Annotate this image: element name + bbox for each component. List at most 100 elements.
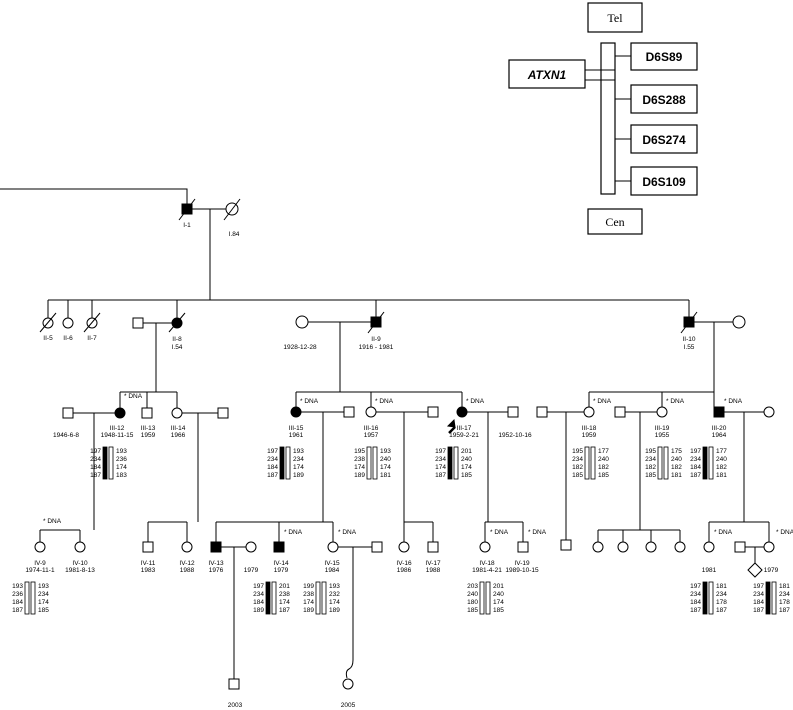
female (617, 541, 629, 553)
allele-value: 234 (690, 456, 701, 463)
id-label: 1959-2-21 (449, 432, 479, 439)
female (365, 406, 377, 418)
haplotype-bar (108, 446, 114, 480)
haplotype-bar (485, 581, 491, 615)
dna-mark: * DNA (300, 398, 319, 405)
female (583, 406, 595, 418)
allele-value: 189 (354, 472, 365, 479)
dna-mark: * DNA (375, 398, 394, 405)
id-label: 1916 - 1981 (359, 344, 394, 351)
female (245, 541, 257, 553)
haplotype-bar (271, 581, 277, 615)
marker-box (630, 124, 698, 154)
allele-value: 181 (716, 583, 727, 590)
id-label: III-17 (457, 425, 472, 432)
id-label: 1986 (397, 567, 412, 574)
allele-value: 184 (267, 464, 278, 471)
allele-value: 185 (461, 472, 472, 479)
female (763, 406, 775, 418)
dna-mark: * DNA (776, 529, 793, 536)
allele-value: 178 (779, 599, 790, 606)
haplotype-bar (372, 446, 378, 480)
gene-box (508, 59, 586, 89)
id-label: 1966 (171, 432, 186, 439)
id-label: I.84 (229, 231, 240, 238)
allele-value: 195 (354, 448, 365, 455)
id-label: IV-11 (141, 560, 156, 567)
dna-mark: * DNA (714, 529, 733, 536)
allele-value: 187 (779, 607, 790, 614)
haplotype-bar (321, 581, 327, 615)
allele-value: 234 (716, 591, 727, 598)
haplotype-bar (657, 446, 663, 480)
dna-mark: * DNA (490, 529, 509, 536)
id-label: 1955 (655, 432, 670, 439)
allele-value: 174 (329, 599, 340, 606)
male (560, 539, 572, 551)
allele-value: 236 (12, 591, 23, 598)
marker-box (630, 166, 698, 196)
id-label: 1964 (712, 432, 727, 439)
id-label: 1974-11-1 (25, 567, 55, 574)
proband-arrow (448, 426, 456, 434)
marker-label: D6S288 (642, 93, 686, 107)
allele-value: 174 (380, 464, 391, 471)
allele-value: 238 (354, 456, 365, 463)
allele-value: 189 (303, 607, 314, 614)
allele-value: 240 (716, 456, 727, 463)
allele-value: 187 (279, 607, 290, 614)
allele-value: 193 (329, 583, 340, 590)
allele-value: 175 (671, 448, 682, 455)
generation-v: 2003 2005 (228, 678, 356, 709)
id-label: 1961 (289, 432, 304, 439)
allele-value: 187 (753, 607, 764, 614)
allele-value: 193 (293, 448, 304, 455)
id-label: 1957 (364, 432, 379, 439)
affected-female (114, 407, 126, 419)
female (327, 541, 339, 553)
haplotype-bar (285, 446, 291, 480)
male (132, 317, 144, 329)
allele-value: 182 (671, 464, 682, 471)
allele-value: 234 (267, 456, 278, 463)
haplotype-bar (584, 446, 590, 480)
id-label: III-20 (712, 425, 727, 432)
year-label: 1979 (244, 567, 259, 574)
allele-value: 201 (493, 583, 504, 590)
allele-value: 174 (354, 464, 365, 471)
dna-mark: * DNA (528, 529, 547, 536)
allele-value: 193 (116, 448, 127, 455)
allele-value: 234 (572, 456, 583, 463)
male (62, 407, 74, 419)
affected-female (290, 406, 302, 418)
id-label: 1979 (274, 567, 289, 574)
allele-value: 189 (293, 472, 304, 479)
allele-value: 240 (467, 591, 478, 598)
allele-value: 184 (253, 599, 264, 606)
allele-value: 187 (267, 472, 278, 479)
allele-value: 234 (645, 456, 656, 463)
dna-mark: * DNA (284, 529, 303, 536)
male (734, 541, 746, 553)
allele-value: 201 (461, 448, 472, 455)
allele-value: 185 (598, 472, 609, 479)
male (507, 406, 519, 418)
id-label: 1988 (180, 567, 195, 574)
allele-value: 185 (38, 607, 49, 614)
dna-mark: * DNA (338, 529, 357, 536)
id-label: 1959 (582, 432, 597, 439)
id-label: IV-15 (324, 560, 340, 567)
id-label: IV-18 (479, 560, 495, 567)
allele-value: 185 (645, 472, 656, 479)
female (62, 317, 74, 329)
allele-value: 185 (467, 607, 478, 614)
id-label: 1989-10-15 (505, 567, 539, 574)
id-label: IV-9 (34, 560, 46, 567)
id-label: IV-12 (179, 560, 195, 567)
male (427, 406, 439, 418)
female (171, 407, 183, 419)
allele-value: 187 (690, 607, 701, 614)
id-label: II-9 (371, 336, 381, 343)
allele-value: 236 (116, 456, 127, 463)
id-label: III-14 (171, 425, 186, 432)
